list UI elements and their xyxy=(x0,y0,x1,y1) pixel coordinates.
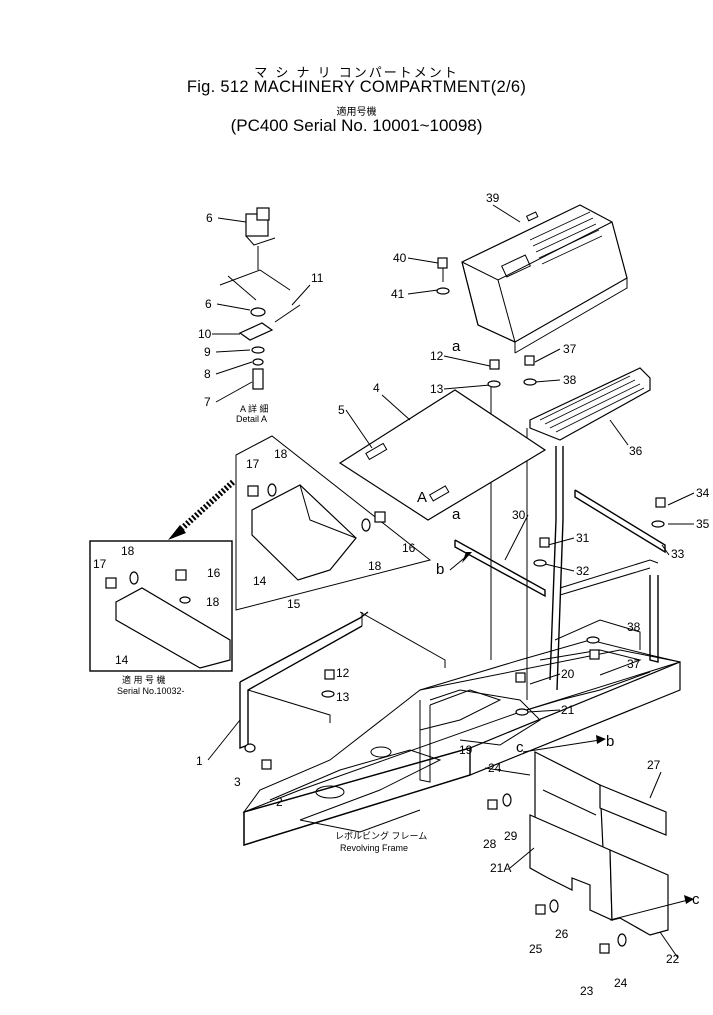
hood-cover-part-40 xyxy=(461,204,628,354)
callout-3: 3 xyxy=(234,775,241,789)
cover-frame-part-1 xyxy=(239,611,369,750)
inset-serial: Serial No.10032- xyxy=(117,686,185,696)
callout-14-inset: 14 xyxy=(115,653,129,667)
callout-32: 31 xyxy=(576,531,590,545)
bracket-part-34 xyxy=(574,489,666,554)
hardware-bolts xyxy=(105,257,666,954)
detail-a-jp: A 詳 細 xyxy=(240,403,269,414)
frame-label-en: Revolving Frame xyxy=(340,843,408,853)
ref-letter-b-right: b xyxy=(606,733,614,750)
callout-8: 8 xyxy=(204,367,211,381)
ref-letter-a-top: a xyxy=(452,338,461,355)
callout-9: 9 xyxy=(204,345,211,359)
callout-22: 22 xyxy=(666,952,680,966)
callout-19: 19 xyxy=(459,743,473,757)
callout-1: 1 xyxy=(196,754,203,768)
callout-16-inset: 16 xyxy=(207,566,221,580)
callout-42: 41 xyxy=(391,287,405,301)
callout-15: 15 xyxy=(287,597,301,611)
ref-letter-A: A xyxy=(417,489,427,506)
callout-36: 35 xyxy=(696,517,710,531)
callout-13-top: 13 xyxy=(430,382,444,396)
callout-29: 28 xyxy=(483,837,497,851)
callout-6a: 6 xyxy=(206,211,213,225)
serial-range: (PC400 Serial No. 10001~10098) xyxy=(230,116,483,135)
detail-a-assembly xyxy=(219,207,301,390)
callout-16: 16 xyxy=(402,541,416,555)
figure-title: Fig. 512 MACHINERY COMPARTMENT(2/6) xyxy=(186,78,527,96)
ref-letter-c-right: c xyxy=(692,891,700,908)
callout-37: 36 xyxy=(629,444,643,458)
callout-4: 4 xyxy=(373,381,380,395)
callout-21: 21 xyxy=(561,703,575,717)
callout-30: 29 xyxy=(504,829,518,843)
callout-18b: 18 xyxy=(368,559,382,573)
leader-lines xyxy=(207,204,695,959)
callout-18-inset-a: 18 xyxy=(121,544,135,558)
callout-38-mid: 37 xyxy=(627,657,641,671)
callout-41: 40 xyxy=(393,251,407,265)
callout-labels: 6 6 11 10 9 8 7 A 詳 細 Detail A 39 40 41 … xyxy=(93,191,710,998)
inset-jp: 適 用 号 機 xyxy=(122,674,166,685)
callout-38-top: 37 xyxy=(563,342,577,356)
callout-33: 32 xyxy=(576,564,590,578)
applicable-japanese: 適用号機 xyxy=(336,107,377,118)
callout-11: 11 xyxy=(311,271,324,285)
callout-34: 33 xyxy=(671,547,685,561)
callout-21A: 21A xyxy=(490,861,511,875)
revolving-frame xyxy=(242,639,681,846)
callout-23: 23 xyxy=(580,984,594,998)
callout-5: 5 xyxy=(338,403,345,417)
inset-detail-box xyxy=(89,540,233,672)
step-grating-part-37 xyxy=(529,367,651,441)
callout-27: 26 xyxy=(555,927,569,941)
callout-24: 24 xyxy=(614,976,628,990)
top-plate-part-4 xyxy=(338,389,547,521)
callout-18a: 18 xyxy=(274,447,288,461)
callout-31: 30 xyxy=(512,508,526,522)
callout-2: 2 xyxy=(276,795,283,809)
callout-40: 39 xyxy=(486,191,500,205)
callout-12-top: 12 xyxy=(430,349,444,363)
callout-7: 7 xyxy=(204,395,211,409)
callout-26: 25 xyxy=(529,942,543,956)
side-panel-part-12 xyxy=(359,611,446,668)
title-japanese: マ シ ナ リ コンパートメント xyxy=(254,66,459,81)
callout-10: 10 xyxy=(198,327,212,341)
callout-13-mid: 13 xyxy=(336,690,350,704)
frame-label-jp: レボルビング フレーム xyxy=(335,830,427,841)
detail-a-en: Detail A xyxy=(236,414,267,424)
callout-28: 27 xyxy=(647,758,661,772)
callout-39-top: 38 xyxy=(563,373,577,387)
side-cover-part-22 xyxy=(609,849,669,936)
ref-letter-b-mid: b xyxy=(436,561,444,578)
callout-39-mid: 38 xyxy=(627,620,641,634)
callout-25: 24 xyxy=(488,761,502,775)
bracket-part-31 xyxy=(454,539,546,598)
reference-arrows xyxy=(449,552,694,921)
callout-18-inset-b: 18 xyxy=(206,595,220,609)
callout-14: 14 xyxy=(253,574,267,588)
callout-12-mid: 12 xyxy=(336,666,350,680)
ref-letter-c-mid: c xyxy=(516,739,524,756)
callout-17: 17 xyxy=(246,457,260,471)
callout-35: 34 xyxy=(696,486,710,500)
callout-20: 20 xyxy=(561,667,575,681)
callout-6b: 6 xyxy=(205,297,212,311)
side-cover-part-28 xyxy=(599,784,667,836)
hatched-arrow xyxy=(168,479,236,540)
ref-letter-a-mid: a xyxy=(452,506,461,523)
detail-frame-center xyxy=(235,435,432,611)
callout-17-inset: 17 xyxy=(93,557,107,571)
